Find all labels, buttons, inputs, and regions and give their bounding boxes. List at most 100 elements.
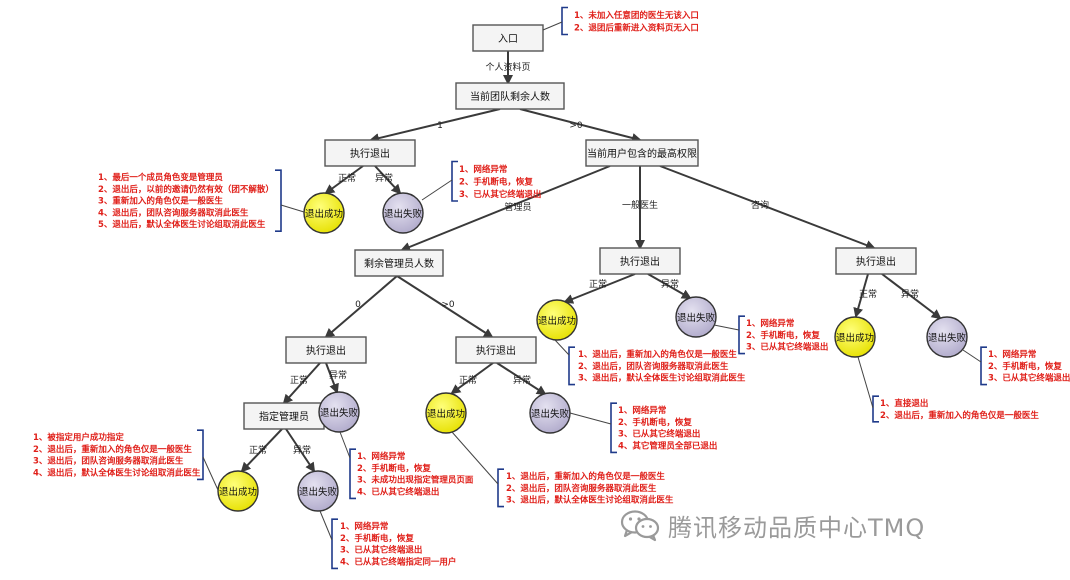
edge-labels: 个人资料页1>0管理员一般医生咨询正常异常正常异常正常异常0>0正常异常正常异常…: [249, 61, 919, 456]
note-line: 2、手机断电，恢复: [988, 361, 1062, 372]
edges: [240, 51, 942, 473]
node-box: [455, 336, 537, 364]
note-bracket: [980, 346, 987, 386]
note-line: 1、网络异常: [746, 318, 794, 329]
node-fail-assign: 退出失败: [297, 470, 339, 512]
watermark-text: 腾讯移动品质中心TMQ: [668, 513, 926, 542]
note-bracket: [497, 468, 504, 508]
flow-arrow: [659, 165, 876, 250]
node-label: 入口: [498, 34, 518, 45]
node-label: 退出成功: [305, 208, 343, 220]
fail-circle: [382, 192, 424, 234]
note-leader: [542, 21, 563, 31]
node-succ-general: 退出成功: [536, 299, 578, 341]
edge-label-abnormal-consultant: 异常: [901, 288, 919, 300]
note-line: 3、已从其它终端退出: [988, 373, 1070, 384]
edge-label-abnormal-general: 异常: [661, 278, 679, 290]
note-leader: [962, 349, 982, 363]
note-line: 1、网络异常: [988, 349, 1036, 360]
flow-arrow: [325, 362, 339, 394]
node-label: 剩余管理员人数: [364, 257, 434, 270]
node-remaining: 当前团队剩余人数: [455, 82, 565, 110]
wechat-logo-icon: [620, 510, 660, 542]
flow-arrow: [240, 428, 283, 473]
edge-label-abnormal-admin-gt0: 异常: [513, 374, 531, 386]
flow-arrow: [563, 273, 636, 304]
note-bracket: [568, 346, 575, 386]
node-label: 退出失败: [677, 312, 716, 324]
node-exit-consultant: 执行退出: [835, 247, 917, 275]
node-assign-admin: 指定管理员: [243, 402, 325, 430]
note-bracket: [197, 429, 204, 481]
note-line: 2、手机断电，恢复: [357, 463, 431, 474]
note-leader: [202, 456, 219, 491]
note-line: 4、已从其它终端指定同一用户: [340, 556, 456, 567]
note-line: 2、手机断电，恢复: [459, 177, 533, 188]
note-line: 1、未加入任意团的医生无该入口: [574, 10, 699, 21]
note-leader: [421, 179, 453, 201]
note-line: 2、退出后，团队咨询服务器取消此医生: [578, 361, 729, 372]
node-exit-admin0: 执行退出: [285, 336, 367, 364]
watermark: 腾讯移动品质中心TMQ: [620, 505, 925, 545]
node-label: 退出失败: [320, 407, 359, 419]
note-line: 4、退出后，默认全体医生讨论组取消此医生: [33, 467, 201, 478]
note-bracket: [331, 518, 338, 570]
edge-label-abnormal-left: 异常: [375, 172, 393, 184]
note-line: 1、网络异常: [340, 521, 388, 532]
node-label: 执行退出: [350, 147, 390, 160]
node-max-perm: 当前用户包含的最高权限: [585, 139, 699, 167]
note-succ-left: 1、最后一个成员角色变是管理员2、退出后，以前的邀请仍然有效（团不解散）3、重新…: [98, 169, 305, 232]
edge-label-normal-assign: 正常: [249, 444, 267, 456]
fail-circle: [318, 391, 360, 433]
note-leader: [280, 204, 305, 213]
note-line: 3、退出后，默认全体医生讨论组取消此医生: [578, 373, 746, 384]
node-box: [472, 24, 544, 52]
node-label: 退出成功: [219, 486, 257, 498]
note-line: 1、最后一个成员角色变是管理员: [98, 172, 223, 183]
node-label: 执行退出: [476, 344, 516, 357]
note-line: 3、未成功出现指定管理员页面: [357, 475, 474, 486]
flow-arrow: [450, 362, 494, 395]
note-line: 2、退出后，团队咨询服务器取消此医生: [506, 483, 657, 494]
node-succ-admin-gt0: 退出成功: [425, 392, 467, 434]
note-bracket: [275, 169, 282, 232]
node-succ-consultant: 退出成功: [834, 316, 876, 358]
fail-circle: [297, 470, 339, 512]
flow-arrow: [282, 362, 321, 405]
note-line: 3、退出后，默认全体医生讨论组取消此医生: [506, 495, 674, 506]
note-bracket: [738, 315, 745, 355]
node-label: 指定管理员: [259, 410, 309, 423]
note-line: 4、已从其它终端退出: [357, 486, 439, 497]
edge-label-gt0-admin: >0: [441, 300, 455, 310]
flow-arrow: [519, 108, 642, 143]
note-line: 4、退出后，团队咨询服务器取消此医生: [98, 207, 249, 218]
note-line: 2、手机断电，恢复: [746, 330, 820, 341]
note-line: 2、退出后，重新加入的角色仅是一般医生: [33, 444, 192, 455]
note-line: 1、网络异常: [357, 451, 405, 462]
fail-circle: [675, 296, 717, 338]
edge-label-general: 一般医生: [622, 199, 658, 211]
note-leader: [319, 510, 333, 541]
edge-label-normal-general: 正常: [589, 278, 607, 290]
success-circle: [536, 299, 578, 341]
note-line: 1、网络异常: [459, 164, 507, 175]
edge-label-abnormal-admin0: 异常: [329, 369, 347, 381]
node-succ-left: 退出成功: [303, 192, 345, 234]
node-label: 当前团队剩余人数: [470, 90, 550, 103]
flow-arrow: [369, 108, 501, 143]
node-label: 退出成功: [836, 332, 874, 344]
node-succ-assign: 退出成功: [217, 470, 259, 512]
note-line: 1、网络异常: [618, 405, 666, 416]
note-bracket: [872, 395, 879, 423]
fail-circle: [926, 316, 968, 358]
flow-arrow: [647, 273, 692, 299]
note-line: 2、退出后，重新加入的角色仅是一般医生: [880, 410, 1039, 421]
node-fail-consultant: 退出失败: [926, 316, 968, 358]
note-leader: [857, 356, 874, 409]
